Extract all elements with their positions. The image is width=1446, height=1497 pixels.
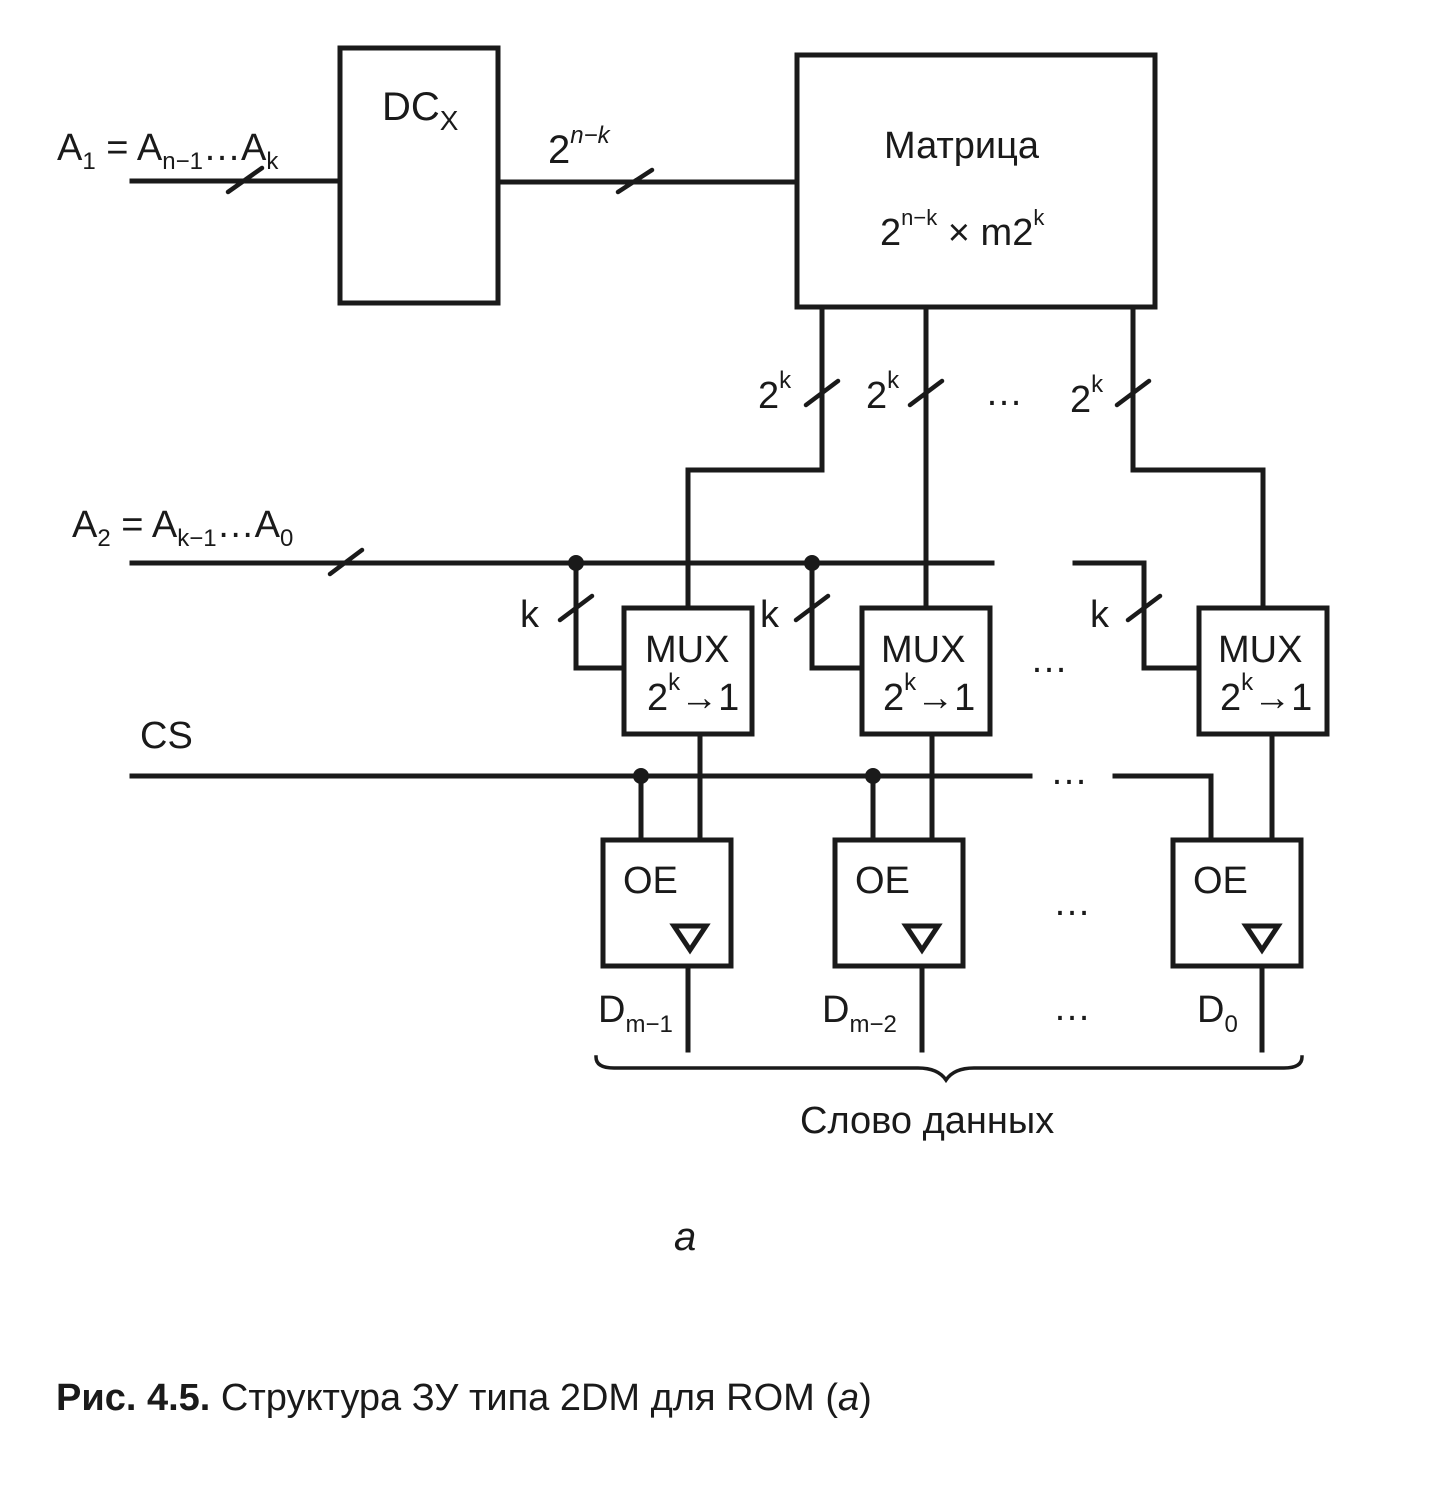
mux-2-ratio: 2k→1 — [883, 669, 975, 719]
decoder-output-slash — [615, 167, 655, 195]
decoder-bus-width-label: 2n−k — [548, 122, 612, 172]
cs-label: CS — [140, 715, 193, 757]
oe-3-label: OE — [1193, 860, 1248, 902]
cs-bus-line-right — [1112, 773, 1214, 843]
k-label-2: k — [760, 594, 780, 636]
matrix-box — [794, 52, 1158, 310]
a2-bus-slash — [327, 547, 365, 577]
mux-ellipsis: … — [1030, 639, 1068, 681]
a2-tap-1-slash — [557, 593, 595, 623]
column-1-slash — [803, 378, 841, 408]
column-3-line — [1130, 304, 1266, 611]
mux-3-title: MUX — [1218, 629, 1302, 671]
a2-tap-1 — [573, 560, 627, 671]
data-word-label: Слово данных — [800, 1100, 1054, 1142]
column-ellipsis: … — [985, 372, 1023, 414]
column-3-width-label: 2k — [1070, 371, 1104, 421]
subfigure-label: а — [674, 1215, 696, 1259]
mux-box-1 — [621, 605, 755, 737]
cs-ellipsis: … — [1050, 751, 1088, 793]
tristate-icon-2 — [901, 923, 943, 955]
data-bit-0-label: D0 — [1197, 989, 1238, 1038]
oe-2-label: OE — [855, 860, 910, 902]
mux-box-3 — [1196, 605, 1330, 737]
data-bit-m-1-label: Dm−1 — [598, 989, 673, 1038]
k-label-3: k — [1090, 594, 1110, 636]
a2-tap-3 — [1141, 560, 1202, 671]
a2-label: A2 = Ak−1…A0 — [72, 504, 293, 552]
mux-1-title: MUX — [645, 629, 729, 671]
a2-tap-2-slash — [793, 593, 831, 623]
oe-box-2 — [832, 837, 966, 969]
data-ellipsis: … — [1053, 987, 1091, 1029]
mux-2-title: MUX — [881, 629, 965, 671]
tristate-icon-1 — [669, 923, 711, 955]
column-1-line — [685, 304, 825, 611]
mux-3-ratio: 2k→1 — [1220, 669, 1312, 719]
decoder-label: DCX — [382, 85, 459, 136]
matrix-size-label: 2n−k × m2k — [880, 205, 1045, 254]
data-bit-m-2-label: Dm−2 — [822, 989, 897, 1038]
oe-1-label: OE — [623, 860, 678, 902]
column-3-slash — [1114, 378, 1152, 408]
tristate-icon-3 — [1241, 923, 1283, 955]
matrix-title: Матрица — [884, 125, 1040, 167]
column-1-width-label: 2k — [758, 367, 792, 417]
data-word-brace — [594, 1055, 1304, 1084]
a1-bus-slash — [225, 165, 265, 195]
a2-tap-2 — [809, 560, 865, 671]
oe-ellipsis: … — [1053, 882, 1091, 924]
column-2-slash — [907, 378, 945, 408]
figure-caption: Рис. 4.5. Структура ЗУ типа 2DM для ROM … — [56, 1377, 872, 1419]
column-2-width-label: 2k — [866, 367, 900, 417]
a1-label: A1 = An−1…Ak — [57, 127, 279, 175]
k-label-1: k — [520, 594, 540, 636]
decoder-box — [337, 45, 501, 306]
oe-box-1 — [600, 837, 734, 969]
oe-box-3 — [1170, 837, 1304, 969]
a2-tap-3-slash — [1125, 593, 1163, 623]
mux-1-ratio: 2k→1 — [647, 669, 739, 719]
